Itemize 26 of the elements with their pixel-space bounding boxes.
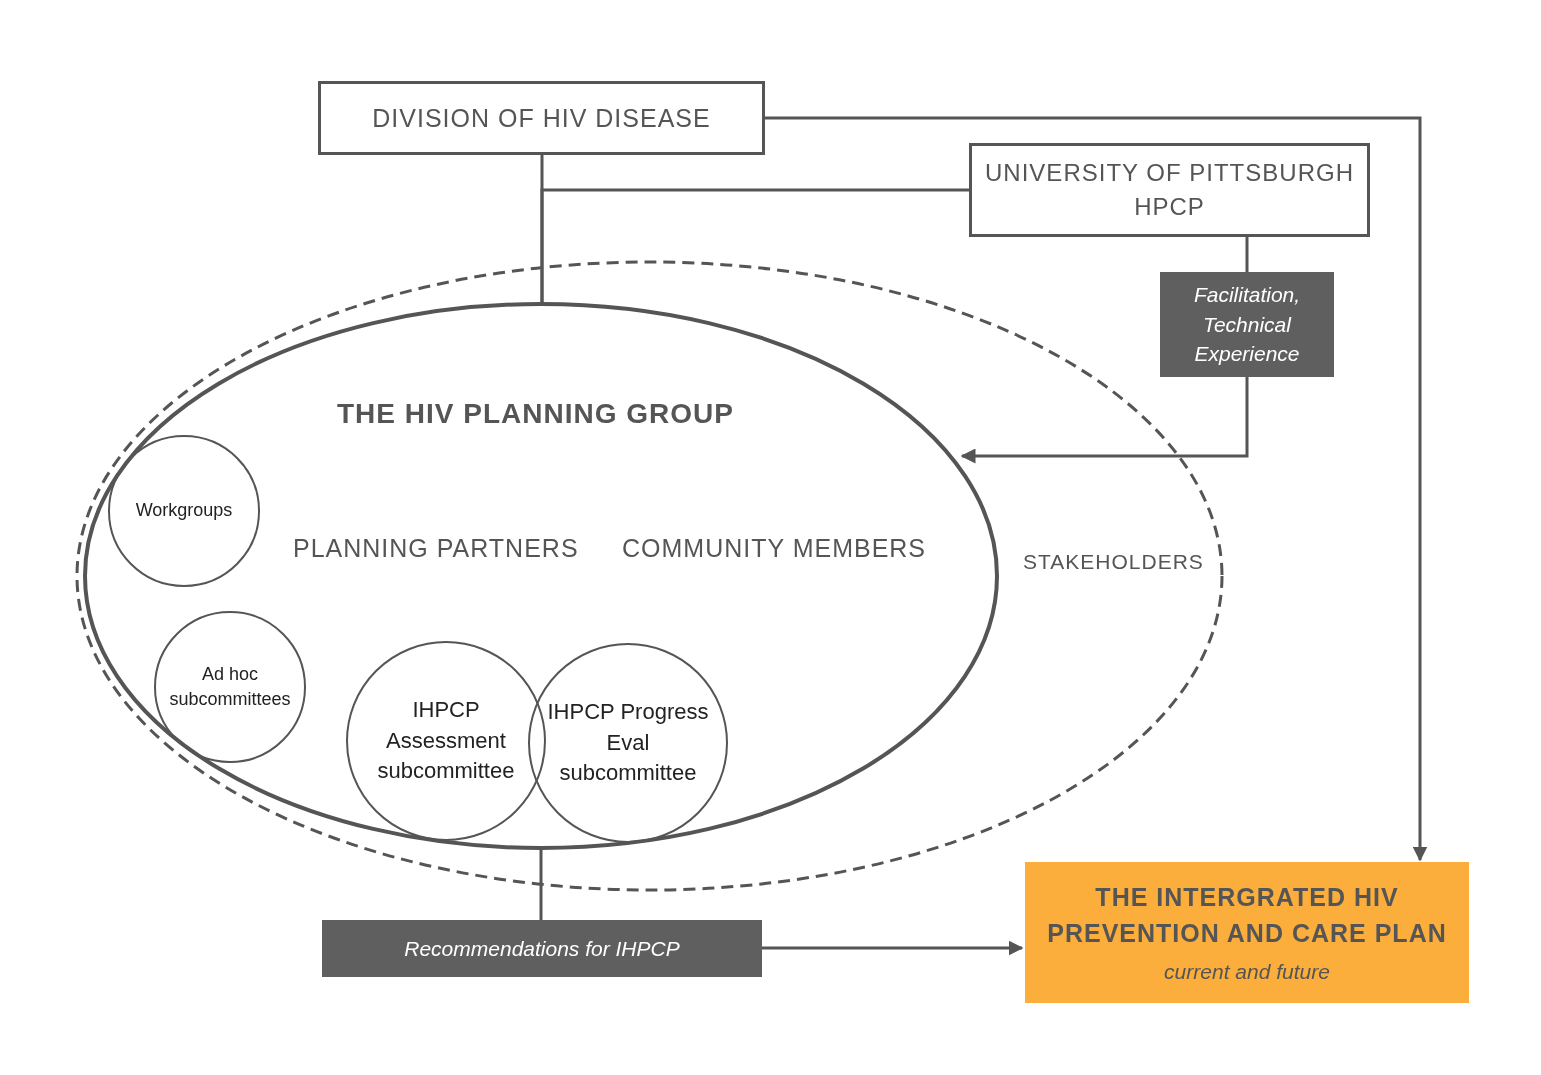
- group-ellipse: [83, 302, 999, 850]
- subgroup-circle: [108, 435, 260, 587]
- plan-title: THE INTERGRATED HIV PREVENTION AND CARE PLAN: [1046, 881, 1448, 949]
- circle-label: Workgroups: [134, 499, 234, 523]
- arrow: [960, 377, 1249, 464]
- arrow: [762, 940, 1024, 956]
- group-member-label: PLANNING PARTNERS: [293, 534, 579, 563]
- circle-label: IHPCP Progress Eval subcommittee: [546, 697, 710, 788]
- group-member-label: COMMUNITY MEMBERS: [622, 534, 927, 563]
- circle-label: Ad hoc subcommittees: [168, 662, 292, 711]
- group-title: THE HIV PLANNING GROUP: [337, 398, 734, 430]
- subgroup-circle: [346, 641, 546, 841]
- dark-process-box: Recommendations for IHPCP: [322, 920, 762, 977]
- process-box: DIVISION OF HIV DISEASE: [318, 81, 765, 155]
- plan-box: [1025, 862, 1469, 1003]
- plan-subtitle: current and future: [1164, 959, 1330, 986]
- connector-line: [539, 850, 543, 920]
- subgroup-circle: [528, 643, 728, 843]
- connector-line: [1245, 237, 1249, 272]
- process-box: UNIVERSITY OF PITTSBURGH HPCP: [969, 143, 1370, 237]
- connector-line: [540, 188, 969, 302]
- subgroup-circle: [154, 611, 306, 763]
- stakeholders-label: STAKEHOLDERS: [1023, 550, 1204, 574]
- arrow: [765, 116, 1428, 862]
- circle-label: IHPCP Assessment subcommittee: [376, 695, 516, 786]
- dark-process-box: Facilitation, Technical Experience: [1160, 272, 1334, 377]
